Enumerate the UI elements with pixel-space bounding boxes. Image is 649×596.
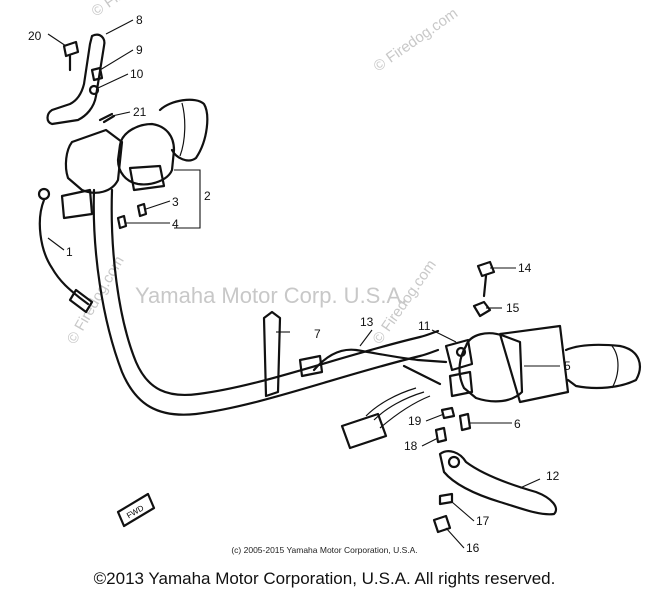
left-grip-end: [179, 102, 186, 157]
bolt-9: [90, 66, 104, 82]
callout-8: 8: [136, 13, 143, 27]
callout-14: 14: [518, 261, 532, 275]
watermark-brand-2: © Firedog.com: [371, 5, 462, 75]
bolt-20: [62, 40, 80, 72]
clamp-11: [444, 338, 474, 372]
callout-11: 11: [418, 319, 431, 333]
callout-16: 16: [466, 541, 480, 555]
watermark-brand-1: © Firedog.com: [89, 0, 180, 20]
callout-3: 3: [172, 195, 179, 209]
callout-6: 6: [514, 417, 521, 431]
washer-15: [472, 300, 492, 318]
left-switch-lower: [128, 164, 166, 192]
master-cylinder: [64, 128, 124, 194]
tie-strap-7: [262, 310, 282, 398]
washer-19: [440, 406, 456, 420]
callout-labels: 20 8 9 10 21 2 3 4 1 14 15 11 7 13 5 6 1…: [28, 13, 571, 555]
coupler-block: [340, 412, 388, 450]
wire-1-connector: [68, 288, 94, 314]
screw-6: [458, 412, 472, 432]
screw-21: [98, 112, 116, 124]
left-lever-bracket: [46, 33, 106, 126]
clamp-lower: [448, 370, 474, 398]
nut-10: [88, 84, 100, 96]
callout-9: 9: [136, 43, 143, 57]
right-throttle-grip: [564, 343, 641, 390]
wire-1-grommet: [37, 187, 51, 201]
wire-13-connector: [298, 354, 324, 378]
callout-18: 18: [404, 439, 418, 453]
washer-17: [438, 492, 454, 506]
screw-4: [116, 214, 128, 230]
callout-2: 2: [204, 189, 211, 203]
clamp-11-hole: [455, 346, 467, 358]
callout-13: 13: [360, 315, 374, 329]
nut-16: [432, 514, 452, 534]
screw-3: [136, 202, 148, 218]
callout-21: 21: [133, 105, 147, 119]
callout-7: 7: [314, 327, 321, 341]
lever-12: [438, 450, 558, 516]
left-switch-housing: [116, 122, 176, 186]
right-switch-body: [498, 324, 570, 404]
screw-18: [434, 426, 448, 444]
callout-5: 5: [564, 359, 571, 373]
lever-12-pivot: [447, 455, 461, 469]
callout-1: 1: [66, 245, 73, 259]
watermark-group: Yamaha Motor Corp. U.S.A. © Firedog.com …: [64, 0, 461, 347]
callout-17: 17: [476, 514, 490, 528]
wire-13: [312, 348, 448, 372]
callout-10: 10: [130, 67, 144, 81]
coupler-wires: [365, 387, 431, 429]
callout-12: 12: [546, 469, 560, 483]
callout-19: 19: [408, 414, 422, 428]
master-cylinder-body: [60, 188, 94, 220]
right-grip-end: [611, 345, 619, 389]
watermark-center: Yamaha Motor Corp. U.S.A.: [135, 283, 407, 308]
callout-15: 15: [506, 301, 520, 315]
callout-4: 4: [172, 217, 179, 231]
left-grip: [158, 98, 209, 162]
callout-20: 20: [28, 29, 42, 43]
copyright-footer: ©2013 Yamaha Motor Corporation, U.S.A. A…: [93, 569, 556, 588]
fwd-tag: FWD: [116, 492, 156, 528]
bolt-14: [476, 260, 496, 298]
wire-13-branch: [402, 364, 442, 386]
leader-lines: [47, 19, 560, 549]
handlebar: [92, 188, 440, 416]
diagram-copyright-note: (c) 2005-2015 Yamaha Motor Corporation, …: [231, 545, 418, 555]
